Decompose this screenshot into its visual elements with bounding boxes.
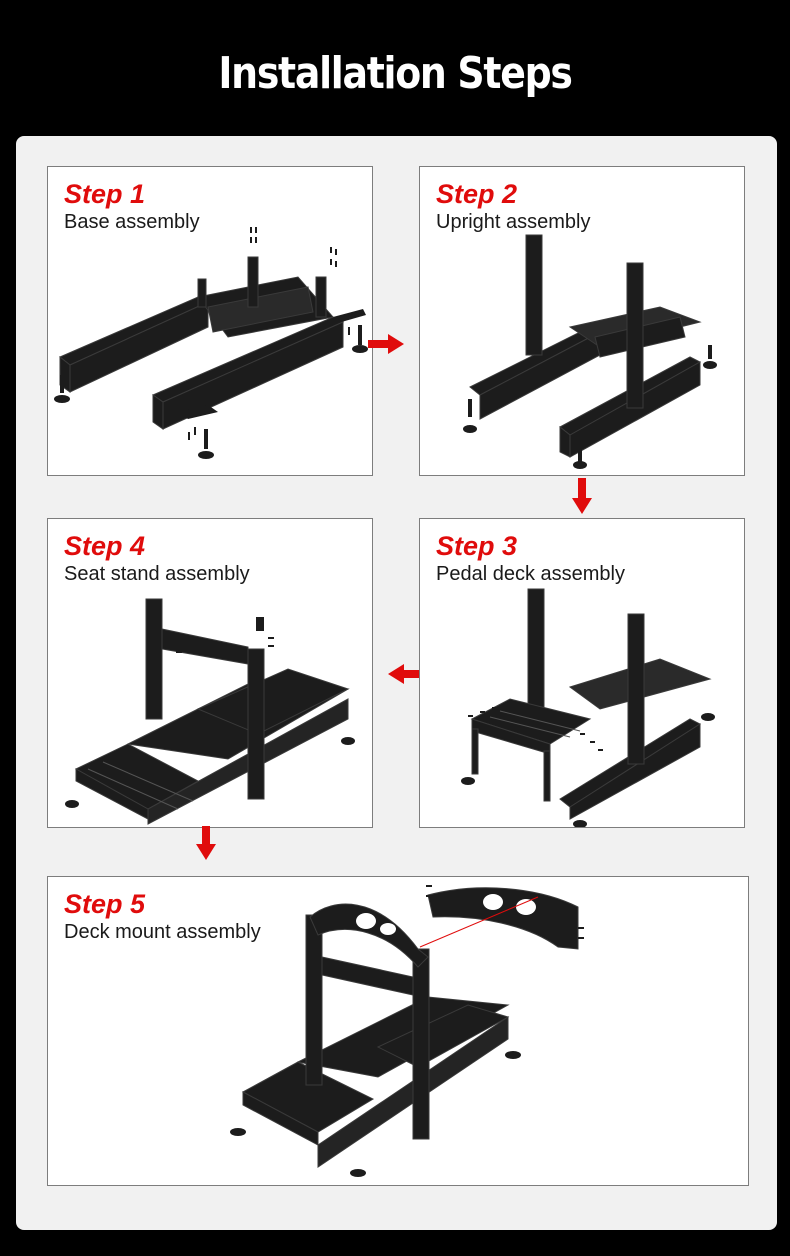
page-title: Installation Steps [218, 48, 572, 99]
base-assembly-illustration [54, 227, 368, 459]
step-2-description: Upright assembly [436, 211, 591, 233]
step-5-card: Step 5 Deck mount assembly [47, 876, 749, 1186]
step-5-description: Deck mount assembly [64, 921, 261, 943]
step-1-description: Base assembly [64, 211, 200, 233]
seat-stand-assembly-illustration [65, 598, 355, 825]
step-1-title: Step 1 [64, 179, 146, 209]
step-1-card: Step 1 Base assembly [47, 166, 373, 476]
step-3-card: Step 3 Pedal deck assembly [419, 518, 745, 828]
step-5-title: Step 5 [64, 889, 146, 919]
arrow-right-icon [368, 334, 404, 354]
arrow-left-icon [388, 664, 424, 684]
step-3-title: Step 3 [436, 531, 518, 561]
arrow-down-icon [196, 826, 216, 860]
upright-assembly-illustration [463, 234, 717, 469]
step-4-title: Step 4 [64, 531, 146, 561]
arrow-down-icon [572, 478, 592, 514]
pedal-deck-assembly-illustration [461, 588, 715, 827]
instructions-panel: Step 1 Base assembly [16, 136, 777, 1230]
step-4-description: Seat stand assembly [64, 563, 250, 585]
step-3-description: Pedal deck assembly [436, 563, 625, 585]
deck-mount-assembly-illustration [230, 885, 584, 1177]
step-2-card: Step 2 Upright assembly [419, 166, 745, 476]
step-4-card: Step 4 Seat stand assembly [47, 518, 373, 828]
step-2-title: Step 2 [436, 179, 518, 209]
